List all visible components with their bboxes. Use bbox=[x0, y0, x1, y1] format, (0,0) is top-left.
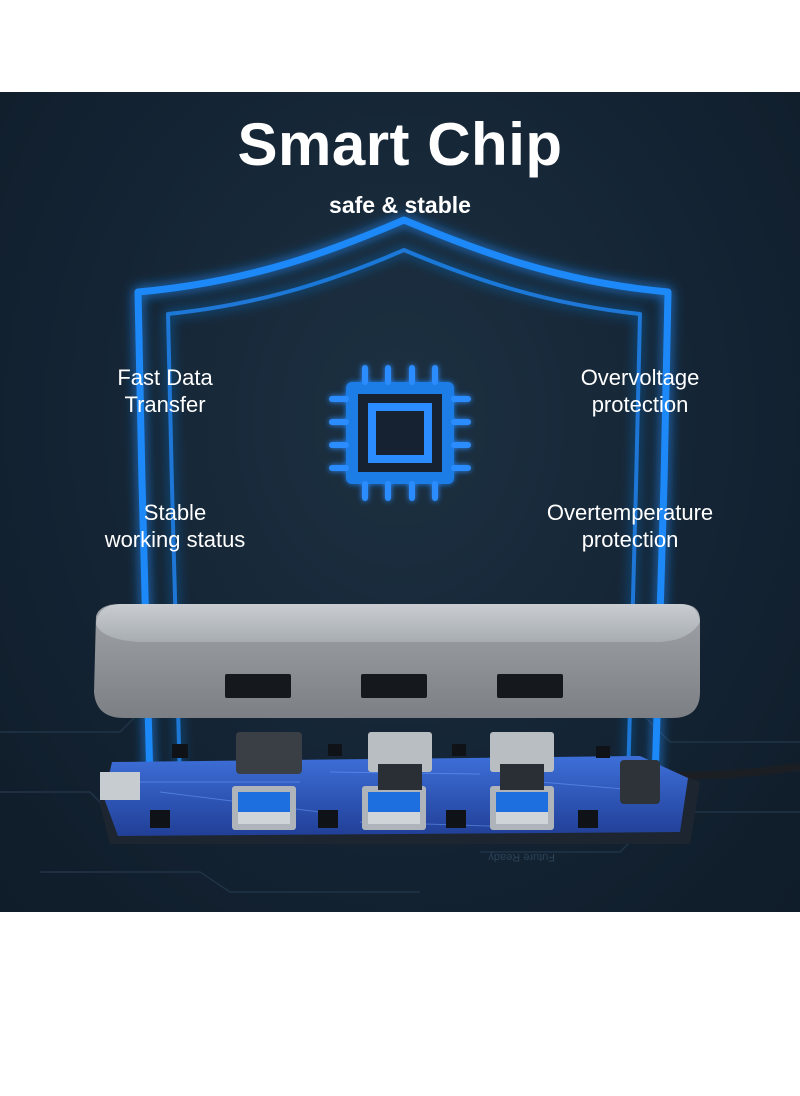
feature-line: Fast Data bbox=[117, 365, 213, 390]
shield-outline-icon bbox=[134, 216, 672, 786]
feature-overvoltage-protection: Overvoltage protection bbox=[540, 364, 740, 418]
usb-port-row bbox=[100, 732, 660, 830]
feature-stable-working-status: Stable working status bbox=[70, 499, 280, 553]
page-title: Smart Chip bbox=[237, 111, 563, 178]
feature-line: Overvoltage bbox=[580, 365, 700, 390]
feature-line: Overtemperature bbox=[546, 500, 714, 525]
feature-line: Transfer bbox=[124, 392, 206, 417]
feature-fast-data-transfer: Fast Data Transfer bbox=[80, 364, 250, 418]
board-print: Future Ready bbox=[488, 851, 555, 863]
feature-line: protection bbox=[591, 392, 689, 417]
chip-icon bbox=[329, 365, 471, 501]
usb-hub-illustration: Future Ready bbox=[94, 604, 800, 863]
subtitle: safe & stable bbox=[329, 192, 471, 218]
product-banner: Smart Chip safe & stable Fast Data Trans… bbox=[0, 92, 800, 912]
feature-line: Stable bbox=[143, 500, 207, 525]
feature-line: working status bbox=[104, 527, 246, 552]
feature-overtemperature-protection: Overtemperature protection bbox=[510, 499, 750, 553]
feature-line: protection bbox=[581, 527, 679, 552]
